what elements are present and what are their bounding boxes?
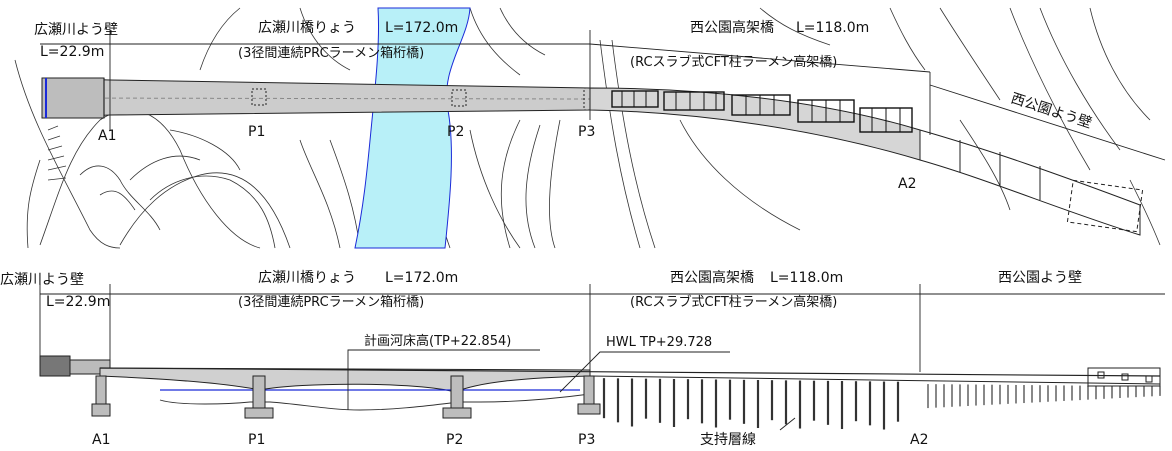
profile-main-bridge-type: (3径間連続PRCラーメン箱桁橋) — [238, 294, 424, 310]
left-wall-deck — [41, 77, 105, 119]
plan-main-bridge-type: (3径間連続PRCラーメン箱桁橋) — [238, 45, 424, 61]
plan-dimension-lines — [40, 30, 1166, 161]
viaduct-columns — [602, 378, 900, 430]
right-wall-end — [1066, 179, 1144, 233]
left-abutment-block — [39, 355, 71, 377]
plan-left-wall-name: 広瀬川よう壁 — [34, 22, 118, 38]
plan-main-bridge-name: 広瀬川橋りょう — [258, 20, 356, 36]
profile-main-bridge-name: 広瀬川橋りょう — [258, 270, 356, 286]
profile-viaduct-type: (RCスラブ式CFT柱ラーメン高架橋) — [630, 294, 837, 310]
pier-p2-plan — [451, 89, 467, 107]
terrain-contours — [14, 7, 1161, 249]
profile-dimension-lines — [39, 284, 1165, 372]
profile-viaduct-name: 西公園高架橋 — [670, 269, 754, 286]
plan-viaduct-type: (RCスラブ式CFT柱ラーメン高架橋) — [630, 54, 837, 70]
plan-viaduct-length: L=118.0m — [796, 20, 869, 36]
plan-left-wall-length: L=22.9m — [40, 44, 104, 60]
plan-support-p1: P1 — [248, 124, 265, 140]
right-wall-road — [919, 129, 1141, 236]
ground-line — [159, 393, 591, 411]
main-girder — [99, 367, 591, 393]
bearing-layer-label: 支持層線 — [700, 432, 756, 448]
plan-right-wall-name: 西公園よう壁 — [1009, 91, 1094, 132]
profile-view: 広瀬川よう壁 L=22.9m 広瀬川橋りょう L=172.0m (3径間連続PR… — [0, 269, 1165, 448]
profile-left-wall-name: 広瀬川よう壁 — [0, 272, 84, 288]
plan-support-p3: P3 — [578, 124, 595, 140]
profile-support-p1: P1 — [248, 432, 265, 448]
plan-main-bridge-length: L=172.0m — [385, 20, 458, 36]
viaduct-deck — [589, 87, 921, 161]
callout-lines — [347, 349, 796, 431]
plan-viaduct-name: 西公園高架橋 — [690, 19, 774, 36]
viaduct-frame-ticks — [621, 91, 901, 132]
right-wall-piles — [927, 384, 1161, 409]
pier-p1-plan — [251, 88, 267, 106]
profile-right-wall-name: 西公園よう壁 — [998, 270, 1082, 286]
plan-support-a1: A1 — [98, 128, 116, 144]
slope-hatching — [47, 125, 67, 181]
plan-view: 広瀬川よう壁 L=22.9m 広瀬川橋りょう L=172.0m (3径間連続PR… — [14, 7, 1166, 249]
plan-support-a2: A2 — [898, 176, 916, 192]
hwl-label: HWL TP+29.728 — [606, 335, 712, 350]
profile-piers — [91, 375, 601, 419]
right-wall-end-structure — [1087, 367, 1161, 387]
profile-support-p3: P3 — [578, 432, 595, 448]
profile-left-wall-length: L=22.9m — [46, 294, 110, 310]
profile-viaduct-length: L=118.0m — [770, 270, 843, 286]
plan-support-p2: P2 — [447, 124, 464, 140]
profile-support-a2: A2 — [910, 432, 928, 448]
profile-main-bridge-length: L=172.0m — [385, 270, 458, 286]
profile-support-p2: P2 — [446, 432, 463, 448]
riverbed-label: 計画河床高(TP+22.854) — [364, 333, 511, 349]
profile-support-a1: A1 — [92, 432, 110, 448]
